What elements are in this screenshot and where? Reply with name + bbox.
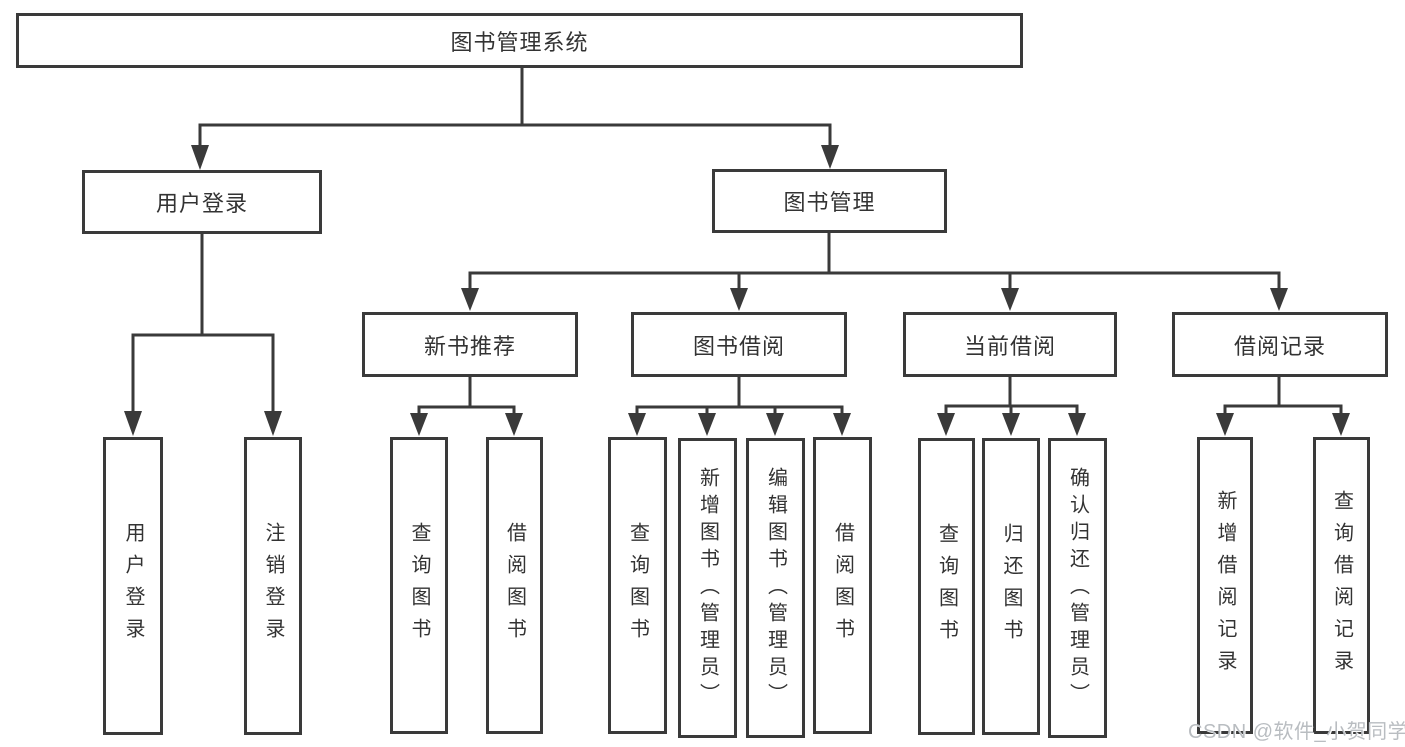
node-book-borrow-label: 图书借阅 — [692, 333, 785, 359]
leaf-nbr-borrow-books-label: 借阅图书 — [503, 521, 526, 650]
leaf-br-query-record: 查询借阅记录 — [1313, 437, 1370, 734]
leaf-cb-query-books-label: 查询图书 — [935, 522, 958, 651]
leaf-bb-borrow-books-label: 借阅图书 — [831, 521, 854, 650]
node-new-book-recommend-label: 新书推荐 — [423, 333, 516, 359]
node-borrow-records-label: 借阅记录 — [1233, 333, 1326, 359]
node-current-borrow-label: 当前借阅 — [963, 333, 1056, 359]
node-user-login: 用户登录 — [82, 170, 322, 234]
leaf-logout: 注销登录 — [244, 437, 302, 735]
leaf-cb-return-books: 归还图书 — [982, 438, 1040, 735]
leaf-bb-edit-book-admin: 编辑图书（管理员） — [746, 438, 805, 738]
leaf-cb-query-books: 查询图书 — [918, 438, 975, 735]
leaf-cb-confirm-return-admin-label: 确认归还（管理员） — [1066, 466, 1089, 710]
watermark: CSDN @软件_小贺同学 — [1188, 721, 1405, 743]
leaf-nbr-query-books: 查询图书 — [390, 437, 448, 734]
node-new-book-recommend: 新书推荐 — [362, 312, 578, 377]
node-borrow-records: 借阅记录 — [1172, 312, 1388, 377]
leaf-logout-label: 注销登录 — [262, 522, 284, 650]
leaf-cb-confirm-return-admin: 确认归还（管理员） — [1048, 438, 1107, 738]
leaf-user-login-label: 用户登录 — [122, 522, 144, 650]
leaf-nbr-query-books-label: 查询图书 — [408, 521, 430, 650]
leaf-user-login: 用户登录 — [103, 437, 163, 735]
leaf-bb-borrow-books: 借阅图书 — [813, 437, 872, 734]
leaf-br-add-record-label: 新增借阅记录 — [1214, 489, 1236, 682]
node-book-management: 图书管理 — [712, 169, 947, 233]
leaf-cb-return-books-label: 归还图书 — [1000, 522, 1022, 651]
node-root: 图书管理系统 — [16, 13, 1023, 68]
leaf-bb-add-book-admin: 新增图书（管理员） — [678, 438, 737, 738]
leaf-bb-query-books-label: 查询图书 — [626, 521, 649, 650]
leaf-bb-edit-book-admin-label: 编辑图书（管理员） — [764, 466, 787, 710]
leaf-bb-query-books: 查询图书 — [608, 437, 667, 734]
node-user-login-label: 用户登录 — [155, 191, 248, 216]
arrowhead-icons — [124, 145, 1350, 436]
node-book-management-label: 图书管理 — [783, 190, 876, 215]
leaf-br-query-record-label: 查询借阅记录 — [1330, 489, 1353, 682]
leaf-bb-add-book-admin-label: 新增图书（管理员） — [696, 466, 719, 710]
node-book-borrow: 图书借阅 — [631, 312, 847, 377]
node-current-borrow: 当前借阅 — [903, 312, 1117, 377]
node-root-label: 图书管理系统 — [450, 29, 589, 55]
leaf-nbr-borrow-books: 借阅图书 — [486, 437, 543, 734]
leaf-br-add-record: 新增借阅记录 — [1197, 437, 1253, 734]
